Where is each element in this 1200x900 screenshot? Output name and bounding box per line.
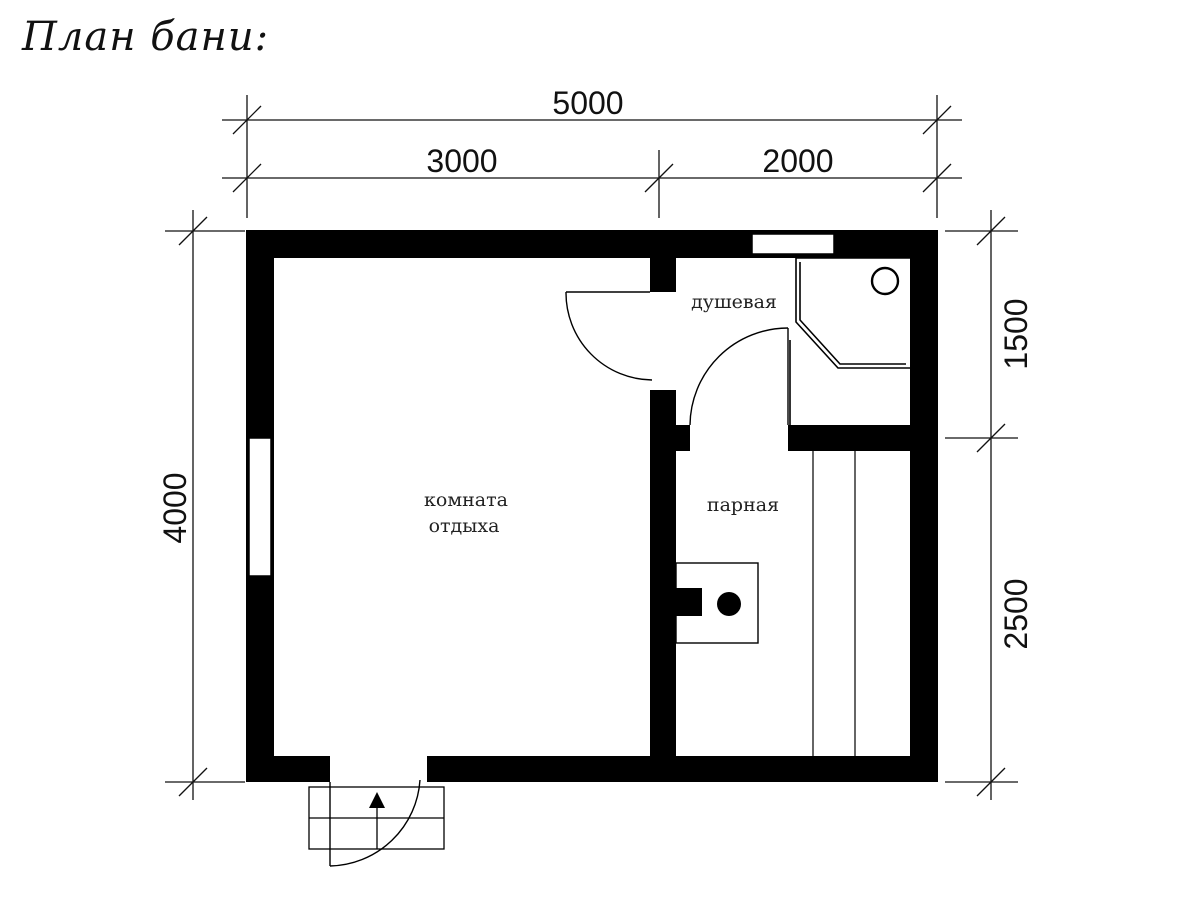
room-label-rest-line1: комната [424, 489, 508, 511]
dimension-lines [165, 95, 1018, 800]
dim-right-width: 2000 [762, 143, 833, 179]
room-label-shower: душевая [691, 291, 777, 313]
sauna-bench [812, 451, 856, 756]
dim-overall-depth: 4000 [157, 472, 193, 543]
dim-steam-depth: 2500 [998, 578, 1034, 649]
window-left [248, 437, 272, 577]
entrance-arrow-icon [369, 792, 385, 808]
room-label-rest-line2: отдыха [429, 515, 500, 537]
shower-drain-icon [870, 266, 900, 296]
door-rest-to-shower [565, 291, 653, 381]
sauna-stove [675, 562, 759, 644]
stove-burner-icon [717, 592, 741, 616]
walls [246, 230, 938, 782]
door-shower-to-steam [689, 327, 789, 426]
door-entrance [329, 779, 421, 867]
dim-shower-depth: 1500 [998, 298, 1034, 369]
room-label-steam: парная [707, 494, 779, 516]
shower-cabin [789, 257, 910, 425]
plan-title: План бани: [22, 14, 270, 60]
dim-overall-width: 5000 [552, 85, 623, 121]
window-top [751, 233, 835, 255]
dim-left-width: 3000 [426, 143, 497, 179]
entrance-steps [308, 786, 445, 850]
